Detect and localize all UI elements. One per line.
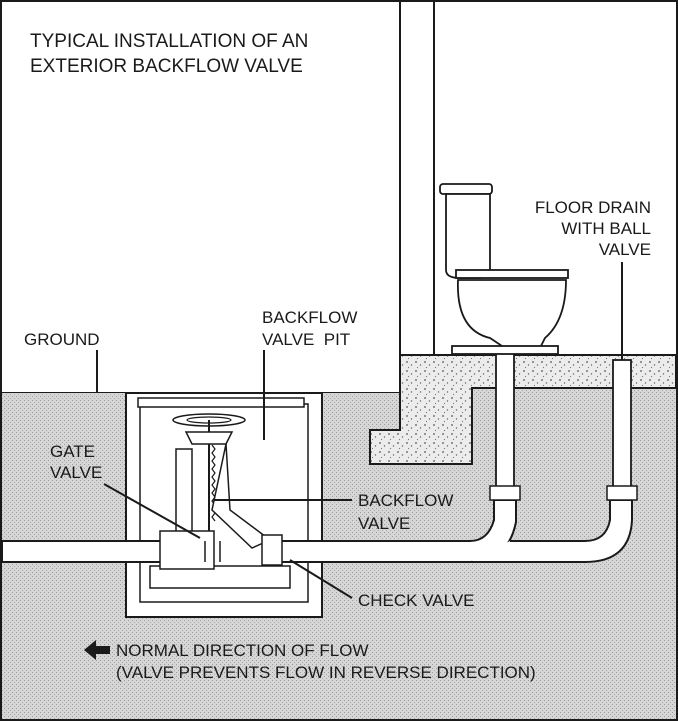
flow-note-line-2: (VALVE PREVENTS FLOW IN REVERSE DIRECTIO… bbox=[116, 663, 536, 682]
leader-lines bbox=[103, 262, 623, 599]
left-arrow-icon bbox=[84, 640, 110, 660]
gate-valve-label-line-1: GATE bbox=[50, 442, 95, 461]
backflow-pit-label-line-1: BACKFLOW bbox=[262, 308, 357, 327]
check-valve-label: CHECK VALVE bbox=[358, 591, 475, 610]
backflow-valve-label-line-1: BACKFLOW bbox=[358, 491, 453, 510]
diagram-title-line-2: EXTERIOR BACKFLOW VALVE bbox=[30, 56, 303, 77]
floor-drain-label-line-2: WITH BALL bbox=[561, 219, 651, 238]
house bbox=[2, 0, 435, 394]
gate-valve bbox=[172, 413, 272, 549]
floor-drain-label-line-3: VALVE bbox=[599, 240, 651, 259]
backflow-valve-label-line-2: VALVE bbox=[358, 514, 410, 533]
toilet-drain-pipe bbox=[489, 349, 521, 501]
gate-valve-label-line-2: VALVE bbox=[50, 463, 102, 482]
backflow-pit-label-line-2: VALVE PIT bbox=[262, 330, 350, 349]
concrete-slab bbox=[369, 354, 677, 465]
floor-drain-label-line-1: FLOOR DRAIN bbox=[535, 198, 651, 217]
floor-drain-pipe bbox=[606, 359, 638, 501]
toilet-icon bbox=[439, 183, 569, 355]
diagram-title-line-1: TYPICAL INSTALLATION OF AN bbox=[30, 31, 308, 52]
ground-label: GROUND bbox=[24, 330, 100, 349]
flow-note-line-1: NORMAL DIRECTION OF FLOW bbox=[116, 641, 369, 660]
